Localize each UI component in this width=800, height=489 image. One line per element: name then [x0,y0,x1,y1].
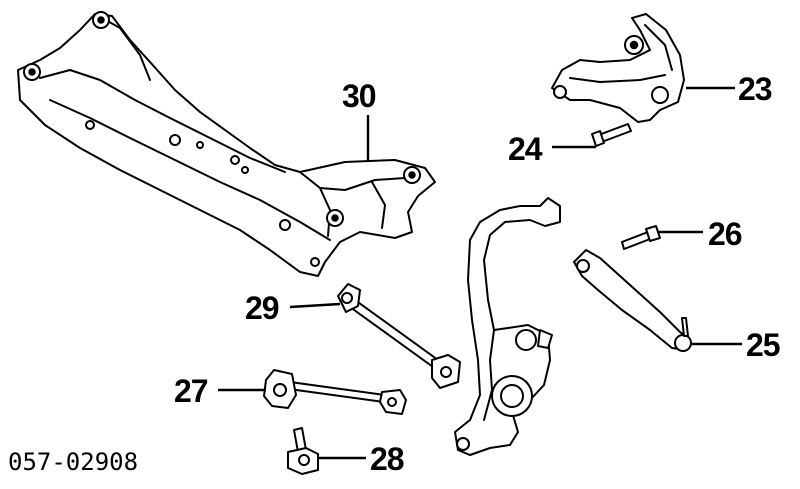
callout-25: 25 [746,327,780,363]
lower-arm-part-25 [573,249,692,352]
bolt-part-24 [591,123,632,147]
callout-26: 26 [708,216,742,252]
callout-30: 30 [342,78,376,114]
leader-29 [289,302,341,309]
link-end-part-28 [287,427,319,475]
callout-23: 23 [738,71,772,107]
leader-lines [218,86,742,460]
callout-24: 24 [508,131,543,167]
figure-code: 057-02908 [8,448,138,476]
callout-28: 28 [370,441,404,477]
upper-arm-part-23 [551,13,685,123]
crossmember-part-30 [17,11,436,277]
callout-27: 27 [174,373,208,409]
callout-29: 29 [245,290,279,326]
callout-labels: 30 23 24 26 25 29 27 28 [174,71,781,477]
trailing-link-part-29 [337,283,461,389]
bolt-part-26 [621,225,661,250]
lateral-link-part-27 [263,369,407,415]
knuckle-assembly [454,197,561,456]
